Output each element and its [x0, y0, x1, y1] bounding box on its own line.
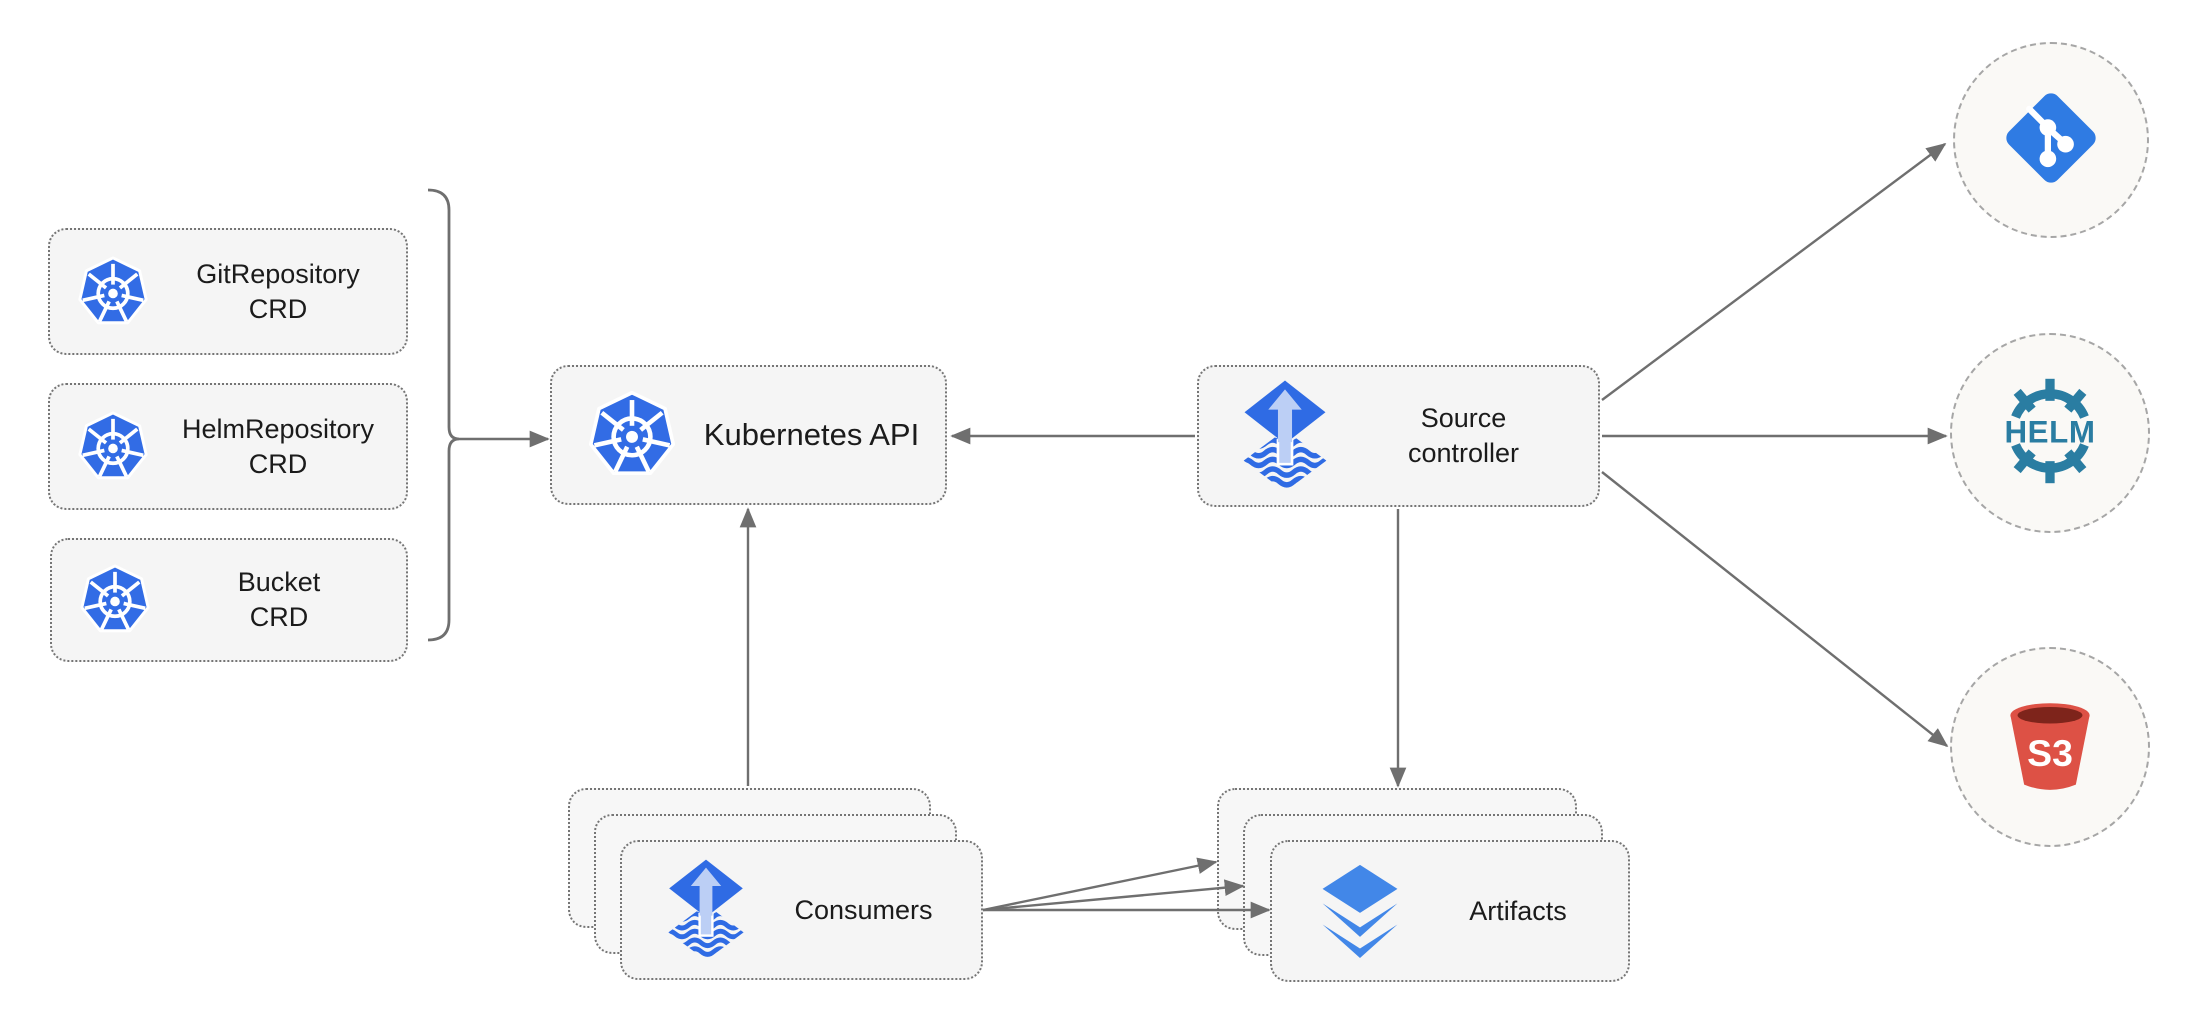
- helm-logo-text: HELM: [2004, 414, 2095, 449]
- node-label-line2: CRD: [248, 293, 308, 324]
- node-kubernetes-api: Kubernetes API: [550, 365, 947, 505]
- arrow-consumers-to-artifacts-1: [982, 857, 1218, 912]
- node-label: Source controller: [1329, 401, 1598, 470]
- kubernetes-icon: [78, 563, 152, 637]
- flux-source-icon: [1241, 378, 1329, 494]
- s3-bucket-icon: S3: [1995, 690, 2105, 805]
- kubernetes-icon: [586, 389, 678, 481]
- node-label: HelmRepository CRD: [150, 412, 406, 481]
- node-artifacts: Artifacts: [1270, 840, 1630, 982]
- node-bucket-crd: Bucket CRD: [50, 538, 408, 662]
- arrow-consumers-to-artifacts-2: [982, 879, 1245, 912]
- node-gitrepository-crd: GitRepository CRD: [48, 228, 408, 355]
- arrow-source-to-git: [1601, 143, 1947, 401]
- flux-source-icon: [666, 857, 746, 963]
- node-label-line2: controller: [1407, 438, 1520, 468]
- node-label-line1: Source: [1420, 403, 1507, 434]
- layers-icon: [1312, 857, 1408, 965]
- node-label: Kubernetes API: [703, 417, 920, 453]
- s3-logo-text: S3: [2027, 731, 2073, 773]
- node-label: GitRepository CRD: [150, 257, 406, 326]
- node-label-line2: CRD: [249, 602, 309, 632]
- helm-icon: HELM: [1992, 373, 2108, 494]
- node-source-controller: Source controller: [1197, 365, 1600, 507]
- node-label-line1: HelmRepository: [181, 413, 375, 444]
- kubernetes-icon: [76, 410, 150, 484]
- node-label: Consumers: [794, 894, 933, 925]
- kubernetes-icon: [76, 255, 150, 329]
- node-label-line1: GitRepository: [196, 258, 360, 289]
- endpoint-git-repository: [1953, 42, 2149, 238]
- crd-group-brace: [427, 188, 460, 642]
- node-label-line2: CRD: [248, 448, 308, 479]
- node-label: Bucket CRD: [152, 565, 406, 634]
- node-label-line1: Bucket: [237, 567, 321, 598]
- endpoint-helm-repository: HELM: [1950, 333, 2150, 533]
- endpoint-s3-bucket: S3: [1950, 647, 2150, 847]
- node-helmrepository-crd: HelmRepository CRD: [48, 383, 408, 510]
- arrow-source-to-s3: [1601, 471, 1949, 748]
- node-label: Artifacts: [1469, 895, 1567, 926]
- git-icon: [1999, 86, 2103, 195]
- node-consumers: Consumers: [620, 840, 983, 980]
